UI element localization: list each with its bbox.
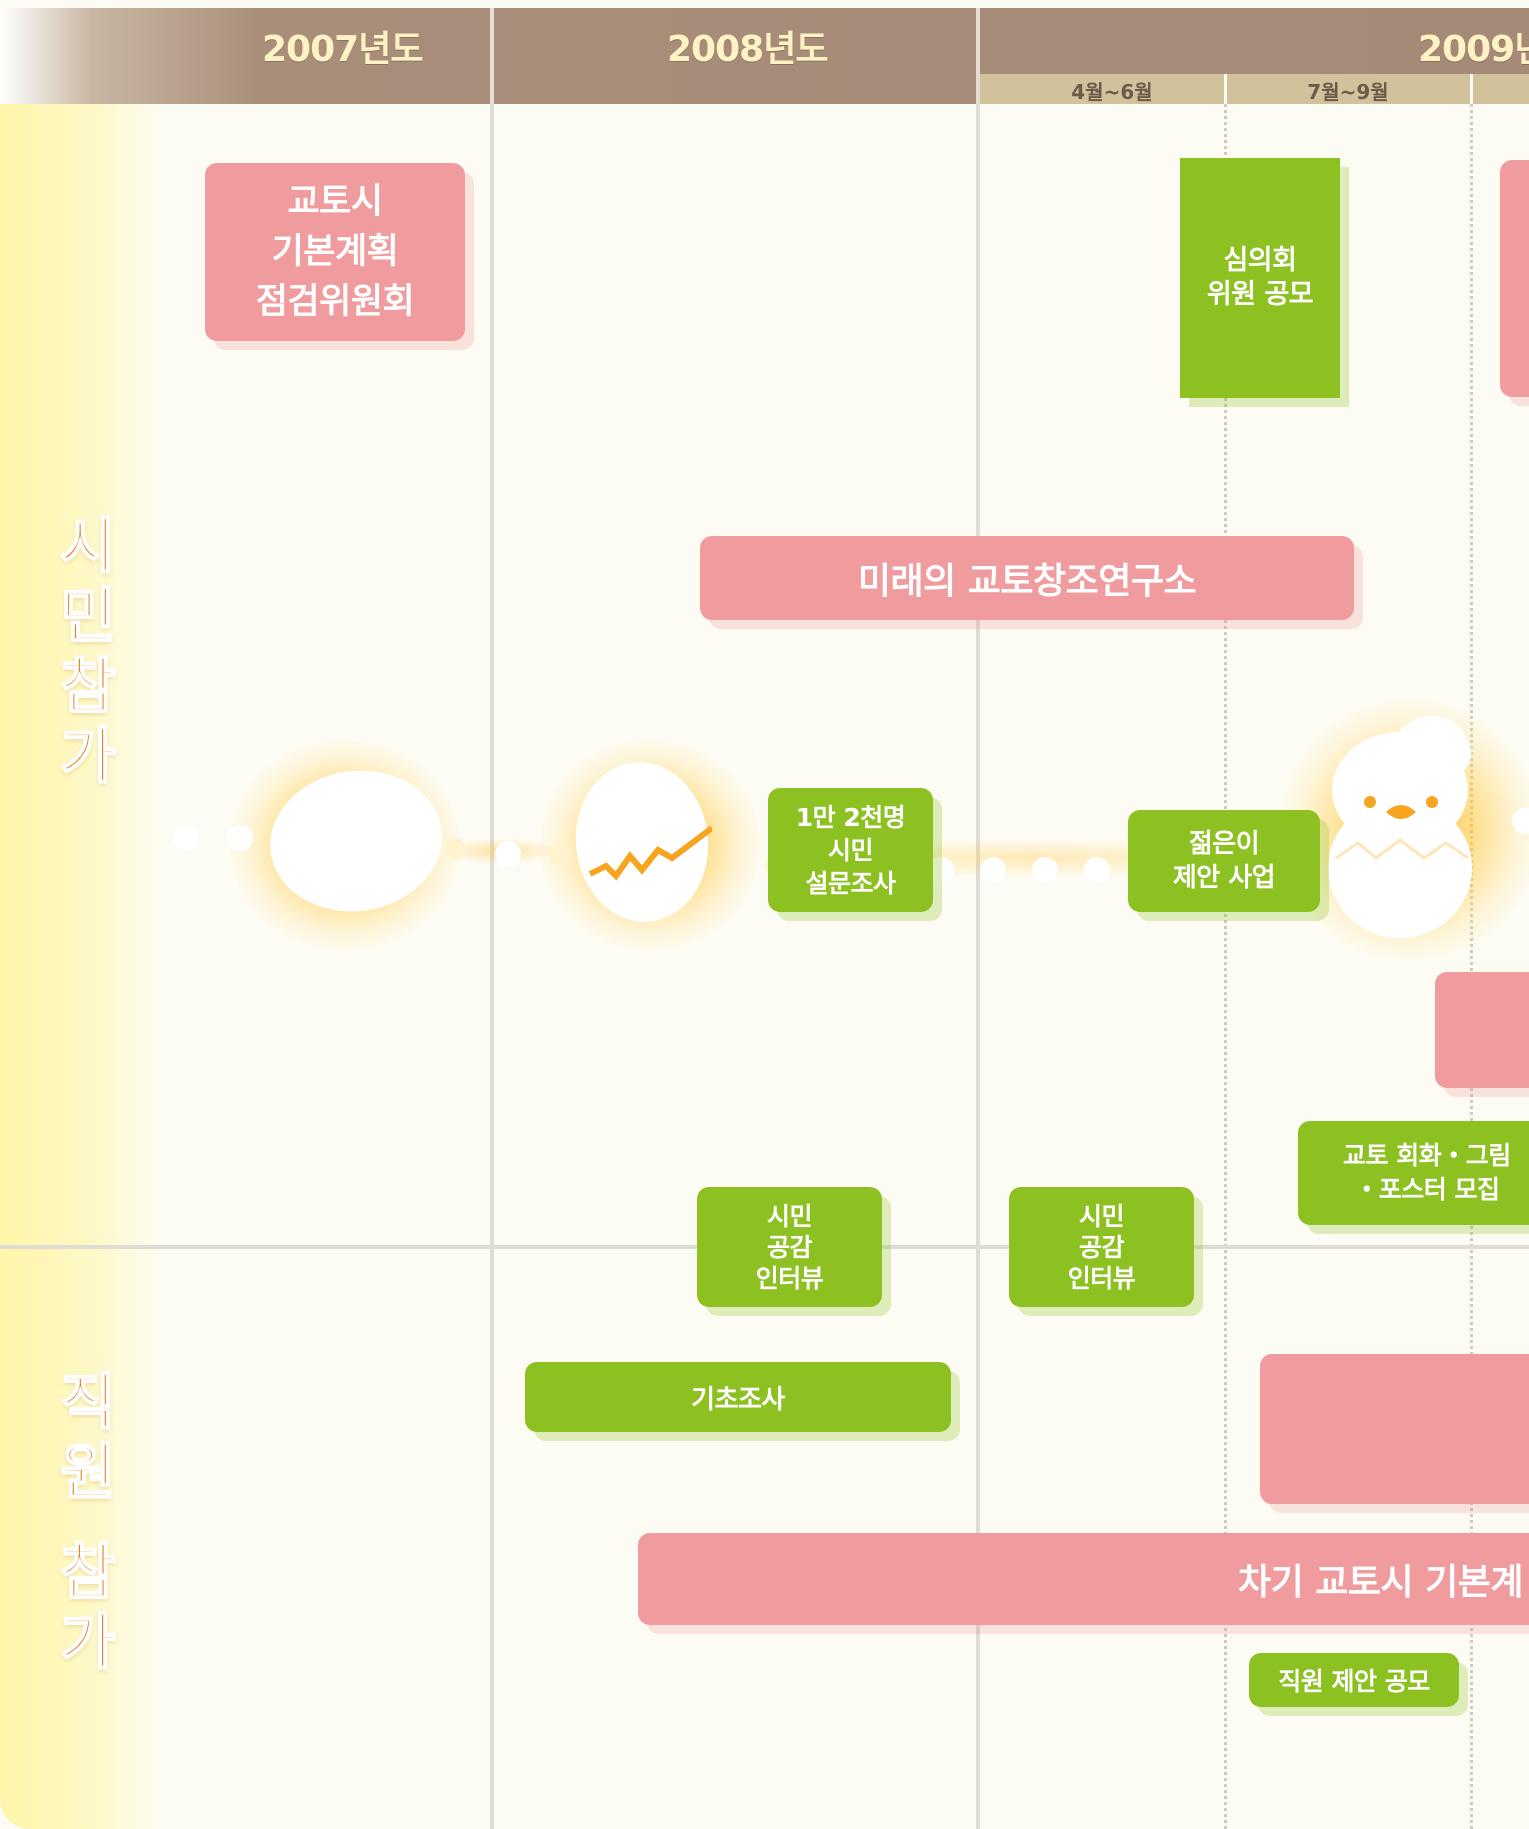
staff-category-char: 원	[59, 1437, 116, 1509]
pink-box-cut	[1435, 972, 1529, 1088]
path-dot	[444, 838, 466, 860]
chick-icon	[1328, 716, 1472, 938]
survey-box: 1만 2천명 시민 설문조사	[768, 788, 933, 912]
quarter-divider	[1470, 104, 1473, 1829]
pink-box-cut	[1260, 1354, 1529, 1504]
category-band	[0, 104, 165, 1829]
egg-icon	[270, 770, 442, 912]
year-divider	[976, 104, 980, 1829]
quarter-apr-jun-label: 4월~6월	[1071, 80, 1153, 104]
header-divider	[976, 8, 980, 104]
path-dot	[173, 825, 199, 851]
quarter-jul-sep-label: 7월~9월	[1307, 80, 1389, 104]
staff-proposal-box: 직원 제안 공모	[1249, 1653, 1459, 1707]
path-dot	[548, 843, 570, 865]
path-dot	[495, 841, 521, 867]
interview-box-2009: 시민 공감 인터뷰	[1009, 1187, 1194, 1307]
citizen-category-char: 참	[59, 651, 116, 723]
quarter-strip	[980, 74, 1529, 104]
staff-category-char: 참	[59, 1537, 116, 1609]
year-2009-label: 2009년	[1418, 29, 1529, 70]
basic-research-box: 기초조사	[525, 1362, 951, 1432]
citizen-category-char: 가	[59, 721, 116, 793]
year-2007-label: 2007년도	[262, 29, 423, 70]
quarter-separator	[1224, 74, 1227, 104]
pink-box-cut	[1500, 160, 1529, 397]
header-divider	[490, 8, 494, 104]
art-contest-box: 교토 회화・그림 ・포스터 모집	[1298, 1121, 1529, 1225]
path-dot	[980, 857, 1006, 883]
year-2008-label: 2008년도	[667, 29, 828, 70]
year-divider	[490, 104, 494, 1829]
quarter-separator	[1470, 74, 1473, 104]
interview-box-2008: 시민 공감 인터뷰	[697, 1187, 882, 1307]
citizen-category-char: 시	[59, 511, 116, 583]
citizen-category-char: 민	[59, 581, 116, 653]
council-recruit-box: 심의회 위원 공모	[1180, 158, 1340, 398]
cracked-egg-icon	[575, 762, 712, 922]
path-dot	[1032, 857, 1058, 883]
staff-category-char: 직	[59, 1367, 116, 1439]
future-lab-box: 미래의 교토창조연구소	[700, 536, 1354, 620]
path-dot	[1512, 808, 1529, 834]
inspection-committee-box: 교토시 기본계획 점검위원회	[205, 163, 465, 341]
path-dot	[227, 825, 253, 851]
quarter-divider	[1224, 104, 1227, 1829]
path-dot	[1084, 857, 1110, 883]
staff-category-char: 가	[59, 1607, 116, 1679]
next-plan-box: 차기 교토시 기본계	[638, 1533, 1529, 1625]
youth-proposal-box: 젊은이 제안 사업	[1128, 810, 1320, 912]
